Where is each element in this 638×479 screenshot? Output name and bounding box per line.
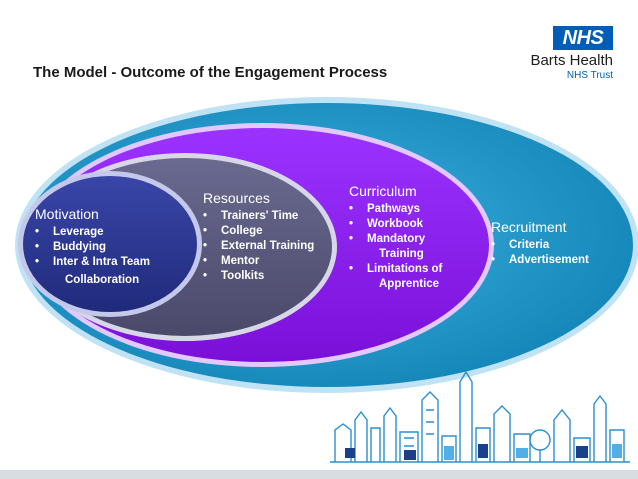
list-item: Buddying	[35, 240, 195, 255]
recruitment-heading: Recruitment	[491, 219, 567, 235]
org-name-line1: Barts Health	[530, 52, 613, 69]
curriculum-list: Pathways Workbook Mandatory Training Lim…	[349, 202, 484, 292]
motivation-continuation: Collaboration	[65, 274, 140, 286]
list-item: Criteria	[491, 238, 631, 253]
resources-heading: Resources	[203, 190, 270, 206]
motivation-section: Motivation Leverage Buddying Inter & Int…	[35, 206, 195, 288]
list-item: Toolkits	[203, 269, 338, 284]
org-name: Barts Health NHS Trust	[530, 52, 613, 83]
list-item-continuation: Training	[379, 248, 424, 260]
list-item: Mandatory	[349, 232, 484, 247]
city-skyline-accents	[345, 444, 622, 460]
recruitment-section: Recruitment Criteria Advertisement	[491, 219, 631, 268]
list-item-continuation: Apprentice	[379, 278, 440, 290]
footer-bar	[0, 470, 638, 479]
list-item: Inter & Intra Team	[35, 255, 195, 270]
curriculum-heading: Curriculum	[349, 183, 417, 199]
list-item: Trainers' Time	[203, 209, 338, 224]
list-item: Mentor	[203, 254, 338, 269]
resources-section: Resources Trainers' Time College Externa…	[203, 190, 338, 284]
curriculum-section: Curriculum Pathways Workbook Mandatory T…	[349, 183, 484, 292]
list-item: External Training	[203, 239, 338, 254]
org-name-line2: NHS Trust	[566, 70, 613, 81]
resources-list: Trainers' Time College External Training…	[203, 209, 338, 284]
motivation-heading: Motivation	[35, 206, 99, 222]
list-item: Advertisement	[491, 253, 631, 268]
city-skyline-illustration	[330, 370, 630, 463]
motivation-list: Leverage Buddying Inter & Intra Team	[35, 225, 195, 270]
nhs-logo: NHS	[553, 26, 613, 50]
recruitment-list: Criteria Advertisement	[491, 238, 631, 268]
list-item: College	[203, 224, 338, 239]
list-item: Workbook	[349, 217, 484, 232]
list-item: Leverage	[35, 225, 195, 240]
slide-title: The Model - Outcome of the Engagement Pr…	[33, 64, 388, 81]
list-item: Limitations of	[349, 262, 484, 277]
list-item: Pathways	[349, 202, 484, 217]
